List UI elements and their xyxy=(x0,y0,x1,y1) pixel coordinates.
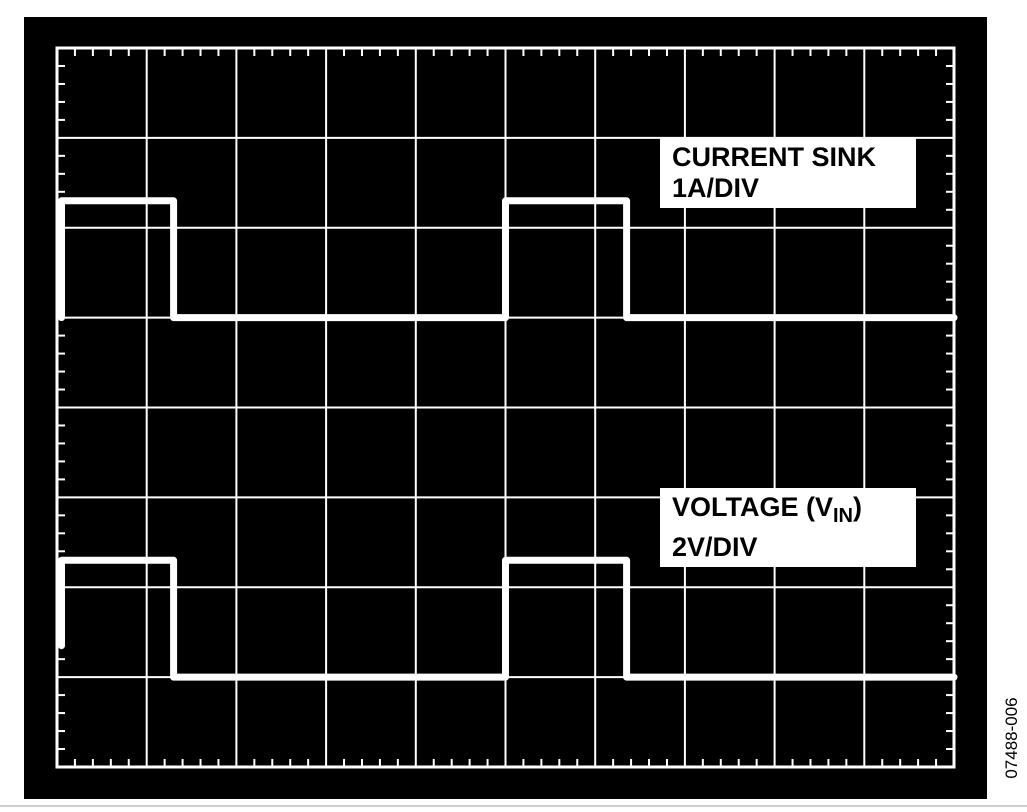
page-divider xyxy=(0,805,1027,807)
voltage-title-subscript: IN xyxy=(833,505,853,527)
voltage-title-suffix: ) xyxy=(853,492,862,522)
voltage-scale: 2V/DIV xyxy=(672,532,758,562)
current-sink-title: CURRENT SINK xyxy=(672,142,877,172)
oscilloscope-screen xyxy=(24,17,987,799)
voltage-trace xyxy=(58,556,958,681)
current-sink-trace xyxy=(58,197,958,322)
figure-id: 07488-006 xyxy=(1002,697,1021,779)
voltage-title: VOLTAGE (VIN) xyxy=(672,492,902,532)
voltage-title-prefix: VOLTAGE (V xyxy=(672,492,833,522)
voltage-label: VOLTAGE (VIN) 2V/DIV xyxy=(660,488,916,567)
current-sink-label: CURRENT SINK 1A/DIV xyxy=(660,138,916,208)
scope-plot xyxy=(55,46,958,769)
current-sink-scale: 1A/DIV xyxy=(672,173,760,203)
